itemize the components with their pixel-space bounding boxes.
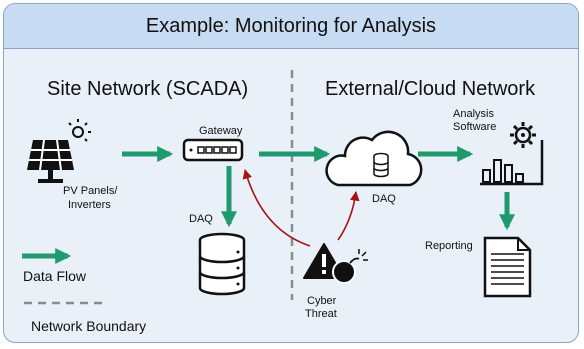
cyber-label-line1: Cyber	[307, 295, 337, 307]
legend-network-boundary-label: Network Boundary	[31, 318, 147, 334]
analysis-label-line2: Software	[453, 121, 497, 133]
database-icon	[198, 232, 246, 296]
analysis-label-line1: Analysis	[453, 108, 494, 120]
threat-arrow-to-gateway	[242, 169, 311, 247]
legend-data-flow-label: Data Flow	[23, 268, 87, 284]
gateway-label: Gateway	[199, 125, 243, 137]
pv-label-line2: Inverters	[68, 199, 111, 211]
gateway-icon	[182, 138, 244, 162]
cloud-icon	[325, 130, 423, 187]
title-bar: Example: Monitoring for Analysis	[4, 4, 578, 49]
site-daq-label: DAQ	[189, 213, 213, 225]
analysis-software-icon	[480, 122, 544, 186]
report-document-icon	[483, 236, 532, 298]
solar-panel-icon	[27, 119, 91, 183]
external-network-heading: External/Cloud Network	[325, 78, 536, 100]
reporting-label: Reporting	[425, 240, 473, 252]
cyber-label-line2: Threat	[305, 308, 337, 320]
pv-label-line1: PV Panels/	[63, 185, 118, 197]
page-title: Example: Monitoring for Analysis	[145, 14, 437, 37]
threat-arrow-to-cloud-daq	[337, 191, 360, 241]
cloud-daq-label: DAQ	[372, 193, 396, 205]
cyber-threat-icon	[303, 243, 368, 284]
site-network-heading: Site Network (SCADA)	[47, 78, 249, 100]
